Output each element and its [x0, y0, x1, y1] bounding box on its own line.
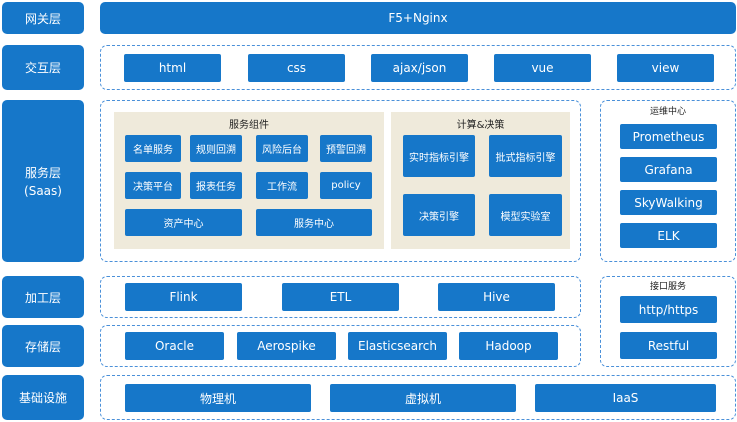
layer-label-storage: 存储层 — [2, 325, 84, 367]
service-frame — [100, 100, 581, 262]
service-components-title: 服务组件 — [229, 120, 269, 131]
compute-item: 模型实验室 — [489, 194, 562, 236]
storage-frame — [100, 325, 581, 367]
storage-item-elasticsearch: Elasticsearch — [348, 332, 447, 360]
infra-item-physical: 物理机 — [125, 384, 311, 412]
processing-item-flink: Flink — [125, 283, 242, 311]
interaction-item-ajax-json: ajax/json — [371, 54, 468, 82]
processing-item-etl: ETL — [282, 283, 399, 311]
gateway-bar: F5+Nginx — [100, 2, 736, 34]
component-item: 预警回溯 — [320, 135, 372, 162]
layer-label-interaction: 交互层 — [2, 45, 84, 90]
processing-frame — [100, 276, 581, 318]
interaction-item-html: html — [124, 54, 221, 82]
storage-item-oracle: Oracle — [125, 332, 224, 360]
component-item: 工作流 — [256, 172, 308, 199]
ops-frame — [600, 100, 736, 262]
layer-label-service: 服务层 (Saas) — [2, 100, 84, 262]
layer-label-infra: 基础设施 — [2, 375, 84, 420]
infra-item-iaas: IaaS — [535, 384, 716, 412]
layer-label-service-line1: 服务层 — [24, 166, 61, 180]
layer-label-processing: 加工层 — [2, 276, 84, 318]
api-frame — [600, 276, 736, 367]
component-item: 名单服务 — [125, 135, 181, 162]
api-item-http: http/https — [620, 296, 717, 323]
api-title: 接口服务 — [649, 282, 686, 292]
component-item: 决策平台 — [125, 172, 181, 199]
compute-title: 计算&决策 — [456, 120, 505, 131]
compute-item: 实时指标引擎 — [403, 135, 475, 177]
ops-item-prometheus: Prometheus — [620, 124, 717, 149]
compute-item: 批式指标引擎 — [489, 135, 562, 177]
component-item: 风险后台 — [256, 135, 308, 162]
infra-item-virtual: 虚拟机 — [330, 384, 516, 412]
interaction-item-vue: vue — [494, 54, 591, 82]
ops-item-grafana: Grafana — [620, 157, 717, 182]
layer-label-gateway: 网关层 — [2, 2, 84, 34]
component-item: policy — [320, 172, 372, 199]
api-item-restful: Restful — [620, 332, 717, 359]
processing-item-hive: Hive — [438, 283, 555, 311]
component-item-service-center: 服务中心 — [256, 209, 372, 236]
compute-item: 决策引擎 — [403, 194, 475, 236]
component-item: 报表任务 — [190, 172, 242, 199]
ops-item-elk: ELK — [620, 223, 717, 248]
interaction-frame — [100, 45, 736, 90]
ops-title: 运维中心 — [649, 107, 686, 117]
storage-item-aerospike: Aerospike — [237, 332, 336, 360]
infra-frame — [100, 375, 736, 420]
layer-label-service-line2: (Saas) — [24, 184, 62, 198]
storage-item-hadoop: Hadoop — [459, 332, 558, 360]
component-item: 规则回溯 — [190, 135, 242, 162]
interaction-item-view: view — [617, 54, 714, 82]
ops-item-skywalking: SkyWalking — [620, 190, 717, 215]
component-item-asset-center: 资产中心 — [125, 209, 242, 236]
interaction-item-css: css — [248, 54, 345, 82]
